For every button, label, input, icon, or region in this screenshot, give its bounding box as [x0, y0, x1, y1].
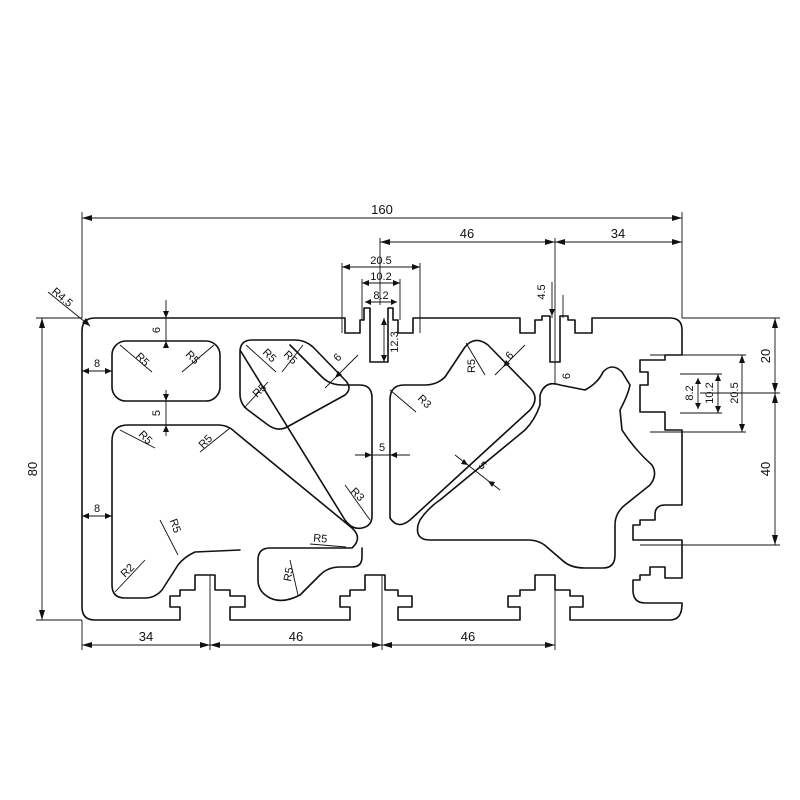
- radius-r5-b: R5: [183, 349, 201, 367]
- dim-bottom-46-b: 46: [461, 629, 475, 644]
- dim-slot-10-2: 10.2: [370, 271, 391, 283]
- radius-r5-c: R5: [260, 347, 278, 365]
- cavity-triangle-lower-left: [111, 424, 363, 602]
- radius-r5-k: R5: [282, 567, 296, 583]
- dim-right-slot-8-2: 8.2: [684, 385, 696, 400]
- dim-wall-8-left: 8: [94, 358, 100, 370]
- radius-r2: R2: [119, 562, 137, 580]
- dim-wall-6-diag-a: 6: [331, 351, 344, 364]
- dim-wall-6-top: 6: [151, 327, 163, 333]
- radius-r5-i: R5: [167, 517, 183, 534]
- dim-overall-width: 160: [371, 202, 393, 217]
- dim-lip-4-5: 4.5: [536, 284, 548, 299]
- radius-callouts: R5 R5 R5 R5 R5 R5 R5 R5 R5 R5 R5 R3 R3 R…: [114, 342, 486, 596]
- dim-slot-20-5: 20.5: [370, 255, 391, 267]
- radius-r5-j: R5: [313, 532, 328, 545]
- dim-overall-height: 80: [25, 462, 40, 476]
- dim-right-slot-10-2: 10.2: [704, 382, 716, 403]
- dim-top-46: 46: [460, 226, 474, 241]
- dim-right-slot-20-5: 20.5: [729, 382, 741, 403]
- cavity-triangle-upper-left: [239, 339, 350, 430]
- radius-r5-g: R5: [136, 429, 154, 447]
- dim-wall-5: 5: [151, 410, 163, 416]
- dim-bottom-46-a: 46: [289, 629, 303, 644]
- dim-corner-radius: R4.5: [49, 286, 75, 310]
- profile-outer-outline: [81, 307, 683, 621]
- dim-wall-6-right: 6: [561, 373, 573, 379]
- radius-r5-f: R5: [466, 359, 478, 373]
- dim-web-5-center: 5: [379, 442, 385, 454]
- dim-bottom-34: 34: [139, 629, 153, 644]
- dim-wall-8-left-lower: 8: [94, 503, 100, 515]
- dim-slot-depth: 12.3: [389, 331, 401, 352]
- dim-slot-8-2: 8.2: [373, 290, 388, 302]
- dim-right-20: 20: [758, 349, 773, 363]
- radius-r3-b: R3: [348, 486, 366, 504]
- dim-top-34: 34: [611, 226, 625, 241]
- cavity-right-star: [416, 366, 656, 569]
- cavity-center-left: [239, 344, 373, 530]
- radius-r5-a: R5: [133, 351, 151, 369]
- radius-r5-h: R5: [197, 433, 215, 451]
- cavity-center-right: [389, 339, 536, 526]
- radius-r3-a: R3: [415, 393, 433, 411]
- dim-right-40: 40: [758, 462, 773, 476]
- dim-wall-5-diag: 5: [476, 459, 489, 472]
